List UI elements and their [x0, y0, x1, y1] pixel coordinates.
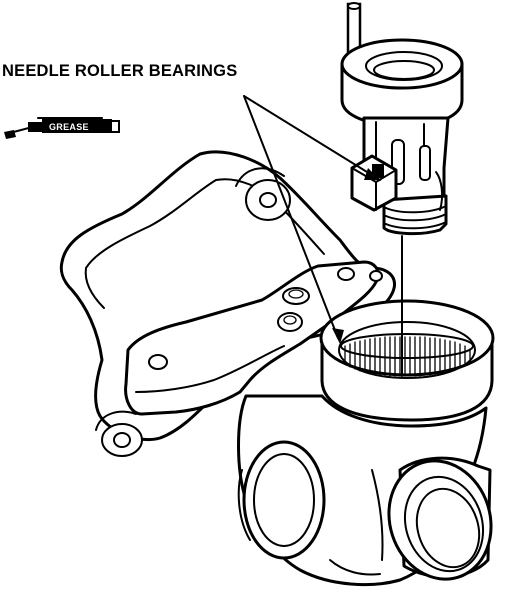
grease-text: GREASE — [49, 122, 89, 132]
grease-gun-icon: GREASE — [4, 117, 120, 139]
steering-knuckle — [59, 150, 495, 587]
needle-roller-bearing — [340, 333, 474, 377]
needle-roller-bearings-label: NEEDLE ROLLER BEARINGS — [2, 62, 238, 80]
bearing-insert-assembly — [340, 2, 464, 236]
leader-lines — [243, 95, 381, 344]
